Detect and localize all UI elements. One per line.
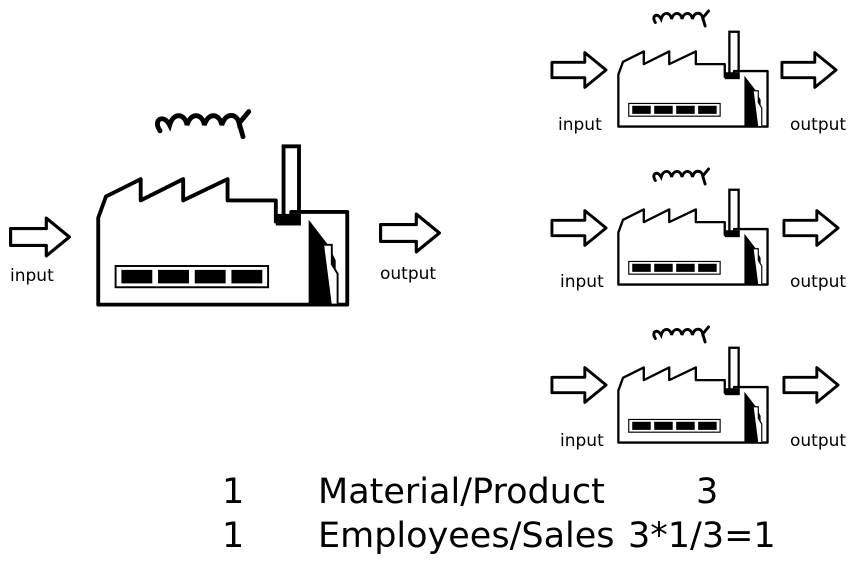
factory-icon <box>614 320 780 453</box>
output-label: output <box>380 264 437 284</box>
input-label: input <box>560 431 604 451</box>
small-factory-2: input output <box>0 0 847 292</box>
input-label: input <box>10 266 54 286</box>
output-label: output <box>790 272 847 292</box>
small-factory-3: input output <box>0 0 847 453</box>
input-label: input <box>558 115 602 135</box>
row-1-metric: Material/Product <box>318 472 605 512</box>
output-arrow-icon <box>782 365 840 405</box>
row-2-left: 1 <box>222 516 245 556</box>
input-label: input <box>560 272 604 292</box>
row-2-metric: Employees/Sales <box>318 516 615 556</box>
output-label: output <box>790 115 847 135</box>
input-arrow-icon <box>550 365 608 405</box>
large-factory: input output <box>0 0 450 330</box>
small-factory-1: input output <box>0 0 850 150</box>
row-1-right: 3 <box>696 472 719 512</box>
row-2-right: 3*1/3=1 <box>628 516 776 556</box>
output-label: output <box>790 431 847 451</box>
row-1-left: 1 <box>222 472 245 512</box>
